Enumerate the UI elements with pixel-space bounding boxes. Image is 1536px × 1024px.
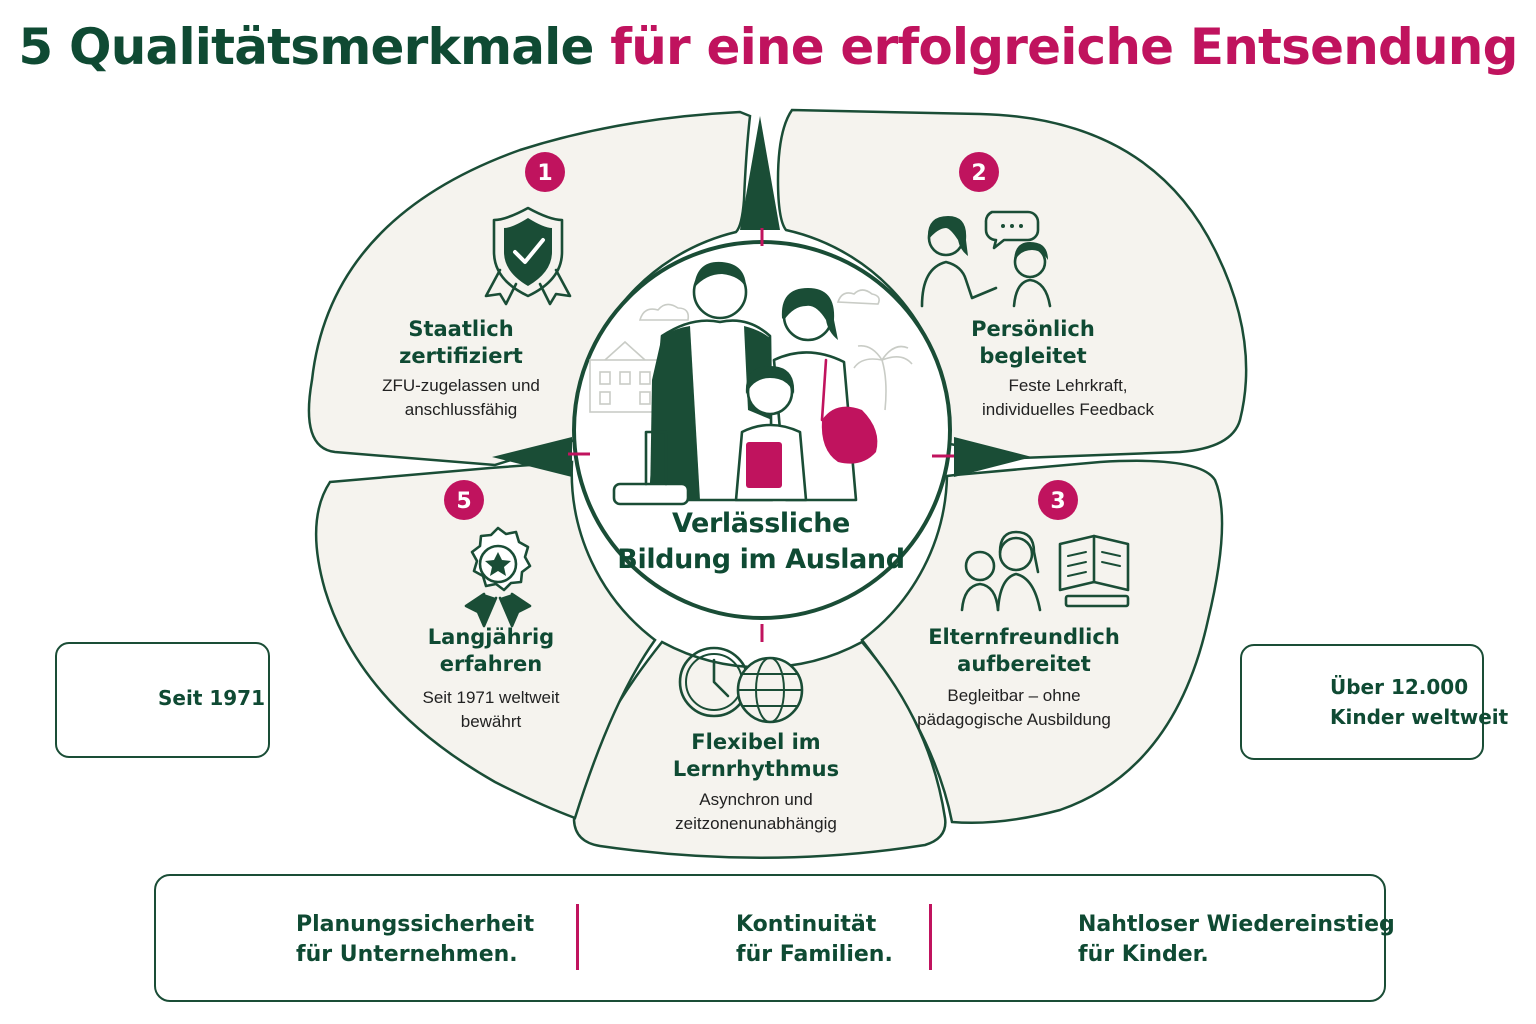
segment-1-title: Staatlich zertifiziert <box>399 317 523 368</box>
number-badge-1: 1 <box>525 152 565 192</box>
side-box-left <box>55 642 270 758</box>
title-part-green: 5 Qualitätsmerkmale <box>18 18 594 76</box>
segment-1-desc: ZFU-zugelassen und anschlussfähig <box>382 376 540 419</box>
parent-book-icon <box>960 530 1130 612</box>
pointer-right <box>954 437 1032 477</box>
segment-5-shape <box>314 460 657 820</box>
pointer-left <box>492 437 572 477</box>
award-badge-icon <box>464 526 532 628</box>
side-box-right <box>1240 644 1484 760</box>
bottom-divider-1 <box>576 904 579 970</box>
svg-text:2: 2 <box>971 161 986 186</box>
number-badge-3: 3 <box>1038 480 1078 520</box>
bottom-bar <box>154 874 1386 1002</box>
segment-1-shape <box>307 110 752 467</box>
page-title: 5 Qualitätsmerkmale für eine erfolgreich… <box>0 18 1536 76</box>
side-right-label: Über 12.000 Kinder weltweit <box>1330 675 1509 729</box>
segment-3-shape <box>860 459 1224 825</box>
segment-2-title: Persönlich begleitet <box>971 317 1095 368</box>
side-left-label: Seit 1971 <box>158 686 266 710</box>
segment-2-desc: Feste Lehrkraft, individuelles Feedback <box>982 376 1154 419</box>
segment-4-desc: Asynchron und zeitzonenunabhängig <box>675 790 837 833</box>
shield-check-icon <box>484 206 572 306</box>
bottom-item-planning: Planungssicherheit für Unternehmen. <box>296 912 535 967</box>
segment-5-desc: Seit 1971 weltweit bewährt <box>422 688 560 731</box>
number-badge-2: 2 <box>959 152 999 192</box>
svg-text:1: 1 <box>537 161 552 186</box>
bottom-item-reentry: Nahtloser Wiedereinstieg für Kinder. <box>1078 912 1395 967</box>
clock-globe-icon <box>678 646 804 724</box>
center-title: Verlässliche Bildung im Ausland <box>617 508 905 575</box>
bottom-item-continuity: Kontinuität für Familien. <box>736 912 893 967</box>
bottom-divider-2 <box>929 904 932 970</box>
pointer-top <box>740 116 780 230</box>
teacher-child-talk-icon <box>920 210 1052 308</box>
segment-4-title: Flexibel im Lernrhythmus <box>672 730 840 781</box>
segment-5-title: Langjährig erfahren <box>427 625 555 676</box>
number-badge-5: 5 <box>444 480 484 520</box>
svg-text:3: 3 <box>1050 489 1065 514</box>
family-travel-illustration <box>589 261 913 506</box>
title-part-magenta: für eine erfolgreiche Entsendung <box>610 18 1518 76</box>
svg-text:5: 5 <box>456 489 471 514</box>
segment-3-desc: Begleitbar – ohne pädagogische Ausbildun… <box>917 686 1111 729</box>
segment-3-title: Elternfreundlich aufbereitet <box>928 625 1120 676</box>
